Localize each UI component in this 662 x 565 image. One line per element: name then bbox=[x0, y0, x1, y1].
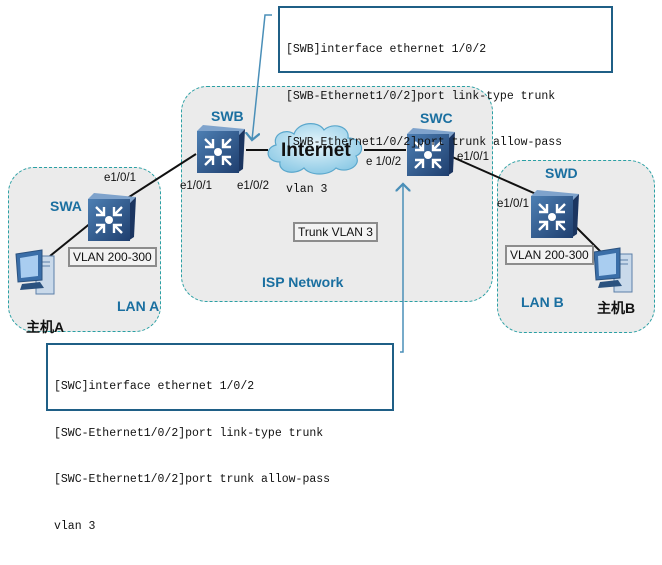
config-line: [SWC-Ethernet1/0/2]port link-type trunk bbox=[54, 426, 324, 440]
region-lan-a-label: LAN A bbox=[117, 298, 160, 314]
config-line: [SWC-Ethernet1/0/2]port trunk allow-pass bbox=[54, 473, 331, 486]
switch-swa-icon bbox=[86, 191, 138, 243]
region-isp-label: ISP Network bbox=[262, 274, 344, 290]
callout-arrow-swb bbox=[252, 14, 272, 140]
config-callout-swb: [SWB]interface ethernet 1/0/2 [SWB-Ether… bbox=[278, 6, 613, 196]
port-swa-uplink: e1/0/1 bbox=[104, 172, 136, 184]
port-swd-e1: e1/0/1 bbox=[497, 198, 529, 210]
port-swc-e2: e 1/0/2 bbox=[366, 156, 402, 168]
callout-arrow-swc bbox=[400, 184, 403, 353]
host-a-label: 主机A bbox=[26, 319, 65, 335]
port-swb-e1: e1/0/1 bbox=[180, 180, 212, 192]
config-callout-swc: [SWC]interface ethernet 1/0/2 [SWC-Ether… bbox=[46, 343, 394, 533]
internet-cloud-icon bbox=[267, 123, 363, 175]
vlan-label-trunk: Trunk VLAN 3 bbox=[293, 222, 378, 242]
switch-swb-label: SWB bbox=[211, 108, 244, 124]
host-a-pc-icon bbox=[15, 249, 55, 295]
switch-swd-label: SWD bbox=[545, 165, 578, 181]
link-pca-swa bbox=[49, 221, 93, 257]
network-diagram: Internet bbox=[8, 6, 655, 533]
config-line: [SWC]interface ethernet 1/0/2 bbox=[54, 380, 255, 393]
link-swc-swd bbox=[449, 155, 537, 195]
switch-swc-label: SWC bbox=[420, 110, 453, 126]
vlan-label-lan-b: VLAN 200-300 bbox=[505, 245, 594, 265]
port-swb-e2: e1/0/2 bbox=[237, 180, 269, 192]
switch-swa-label: SWA bbox=[50, 198, 82, 214]
switch-swb-icon bbox=[195, 123, 247, 175]
config-line: vlan 3 bbox=[286, 182, 328, 196]
port-swc-e1: e1/0/1 bbox=[457, 151, 489, 163]
config-line: [SWB-Ethernet1/0/2]port link-type trunk bbox=[286, 89, 556, 103]
internet-label: Internet bbox=[281, 140, 351, 161]
vlan-label-lan-a: VLAN 200-300 bbox=[68, 247, 157, 267]
config-line: [SWB]interface ethernet 1/0/2 bbox=[286, 43, 487, 56]
region-isp-network bbox=[181, 86, 493, 302]
host-b-label: 主机B bbox=[597, 300, 636, 316]
region-lan-b-label: LAN B bbox=[521, 294, 564, 310]
config-line: [SWB-Ethernet1/0/2]port trunk allow-pass bbox=[286, 136, 563, 149]
config-line: vlan 3 bbox=[54, 519, 96, 533]
host-b-pc-icon bbox=[593, 247, 633, 293]
